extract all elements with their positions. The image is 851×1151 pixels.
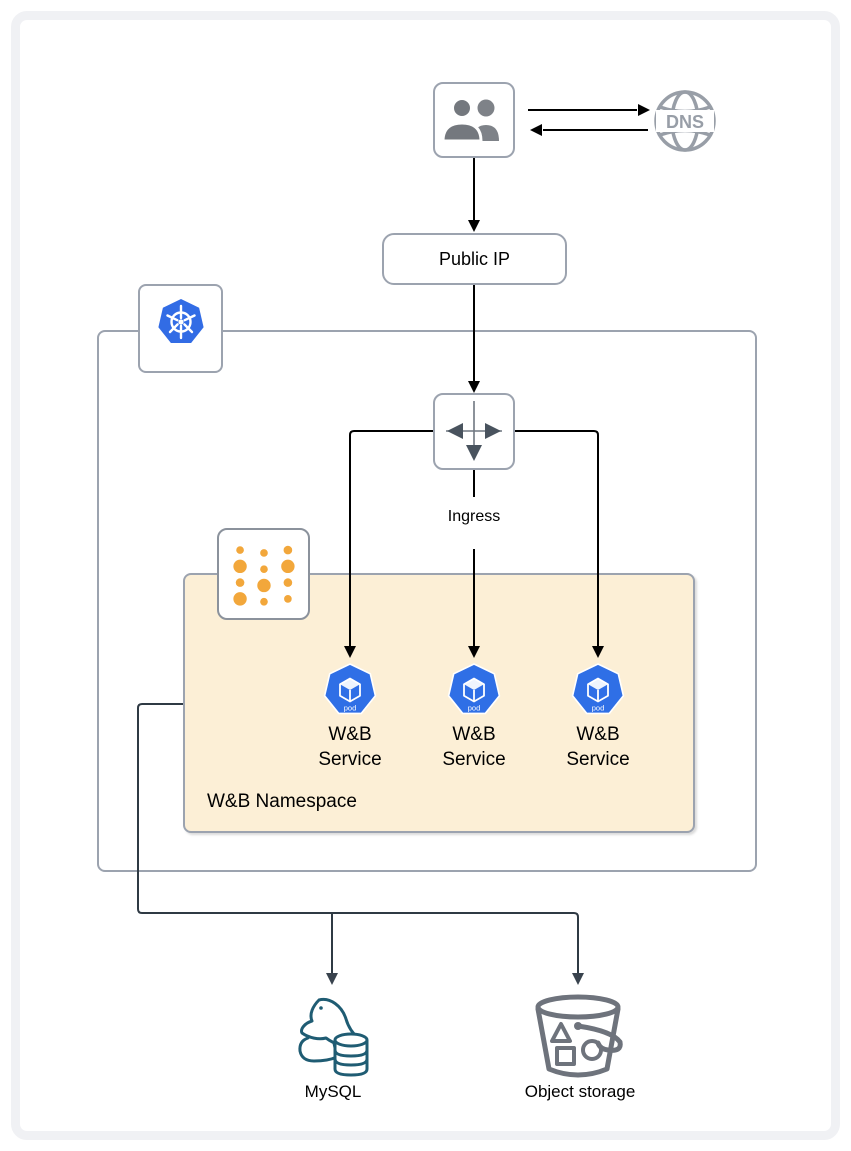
- users-icon: [441, 97, 499, 143]
- public-ip-label: Public IP: [438, 248, 511, 269]
- pod-icon-1: pod: [323, 663, 377, 715]
- pod-label-1: W&B Service: [318, 724, 382, 771]
- pod-label-3: W&B Service: [566, 724, 630, 771]
- dns-globe-icon: DNS: [654, 90, 716, 152]
- pod-icon-3: pod: [571, 663, 625, 715]
- dns-label: DNS: [666, 112, 704, 132]
- users-node: [433, 82, 515, 158]
- mysql-dolphin-icon: [298, 997, 369, 1077]
- ingress-node: [433, 393, 515, 470]
- public-ip-node: Public IP: [382, 233, 567, 285]
- kubernetes-node: [138, 284, 223, 373]
- pod-label-2: W&B Service: [442, 724, 506, 771]
- pod-badge-2: pod: [468, 704, 481, 713]
- bucket-icon: [535, 994, 623, 1078]
- ingress-label: Ingress: [447, 508, 501, 525]
- object-storage-label: Object storage: [524, 1082, 636, 1101]
- outer-frame: [11, 11, 840, 1140]
- namespace-label: W&B Namespace: [207, 791, 357, 812]
- namespace-dots-icon: [233, 545, 295, 606]
- pod-badge-3: pod: [592, 704, 605, 713]
- pod-icon-2: pod: [447, 663, 501, 715]
- namespace-icon-box: [217, 528, 310, 620]
- pod-badge-1: pod: [344, 704, 357, 713]
- mysql-label: MySQL: [304, 1082, 362, 1101]
- ingress-arrows-icon: [446, 401, 502, 461]
- kubernetes-icon: [157, 298, 204, 343]
